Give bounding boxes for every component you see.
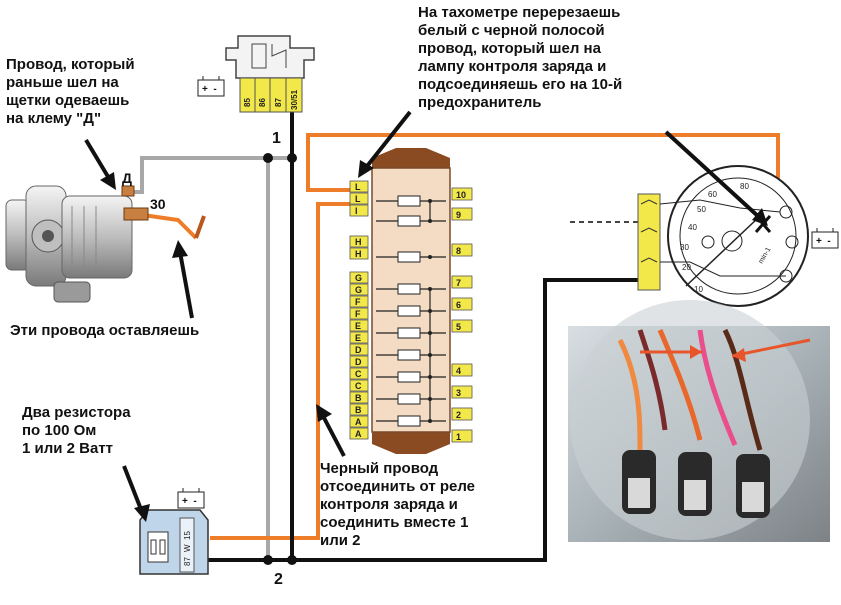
note-brush-wire: Провод, который раньше шел на щетки одев… <box>6 56 135 127</box>
ctrl-battery-icon: + - <box>177 488 205 509</box>
tach-scale-60: 60 <box>708 190 717 199</box>
fuse-left-label: F <box>355 297 361 307</box>
fuse <box>397 195 421 207</box>
fuse-left-label: L <box>355 182 361 192</box>
fuse-left-label: D <box>355 357 362 367</box>
fuse-right-label: 7 <box>456 278 461 288</box>
fuse <box>397 393 421 405</box>
ctrl-pin-87: 87 <box>183 557 192 566</box>
fuse-right-label: 4 <box>456 366 461 376</box>
tach-scale-40: 40 <box>688 223 697 232</box>
fuse-left-label: A <box>355 429 362 439</box>
fuse-left-label: G <box>355 285 362 295</box>
note-leave-wires: Эти провода оставляешь <box>10 322 200 339</box>
fuse-right-label: 6 <box>456 300 461 310</box>
fuse <box>397 305 421 317</box>
fuse <box>397 415 421 427</box>
ctrl-pin-15: 15 <box>183 531 192 540</box>
fuse-left-label: I <box>355 206 358 216</box>
fuse-left-label: D <box>355 345 362 355</box>
terminal-30-label: 30 <box>150 196 166 212</box>
relay-pin-87: 87 <box>274 98 283 107</box>
fuse <box>397 251 421 263</box>
relay-pin-30-51: 30/51 <box>290 89 299 110</box>
tach-scale-10: 10 <box>694 285 703 294</box>
charge-control-relay: 15 87 W <box>139 509 209 575</box>
fuse-left-label: L <box>355 194 361 204</box>
relay-pin-86: 86 <box>258 98 267 107</box>
fuse-left-label: H <box>355 237 362 247</box>
svg-text:+ -: + - <box>202 84 217 95</box>
fuse-elements <box>376 195 446 427</box>
fuse-left-label: C <box>355 381 362 391</box>
main-relay: 85 86 87 30/51 <box>225 35 315 113</box>
fuse-left-label: B <box>355 405 362 415</box>
tachometer-photo <box>568 300 830 542</box>
svg-text:+ -: + - <box>182 496 197 507</box>
fuse-left-label: C <box>355 369 362 379</box>
tach-scale-80: 80 <box>740 182 749 191</box>
alternator <box>5 185 149 303</box>
junction-dots <box>263 153 297 565</box>
tach-battery-icon: + - <box>811 228 839 249</box>
grey-wires <box>128 156 292 560</box>
fuse <box>397 215 421 227</box>
fuse-right-label: 8 <box>456 246 461 256</box>
fuse-right-labels: 10 9 8 7 6 5 4 3 2 1 <box>451 187 473 443</box>
fuse-left-label: F <box>355 309 361 319</box>
fuse-left-label: B <box>355 393 362 403</box>
fuse-left-label: H <box>355 249 362 259</box>
fuse-right-label: 9 <box>456 210 461 220</box>
fuse-left-label: E <box>355 321 361 331</box>
tach-scale-30: 30 <box>680 243 689 252</box>
fuse <box>397 349 421 361</box>
fuse-right-label: 5 <box>456 322 461 332</box>
fuse-right-label: 3 <box>456 388 461 398</box>
tach-scale-50: 50 <box>697 205 706 214</box>
orange-wires <box>135 133 780 540</box>
relay-pin-85: 85 <box>243 98 252 107</box>
fuse <box>397 283 421 295</box>
ctrl-pin-w: W <box>183 544 192 552</box>
annotation-arrows <box>84 110 768 522</box>
fuse-right-label: 10 <box>456 190 466 200</box>
fuse-box <box>371 148 451 454</box>
junction-label-1: 1 <box>272 130 281 147</box>
fuse-right-label: 2 <box>456 410 461 420</box>
svg-text:+ -: + - <box>816 236 831 247</box>
relay-battery-icon: + - <box>197 76 225 97</box>
tachometer: 10 20 30 40 50 60 80 min-1 <box>570 165 809 307</box>
note-resistors: Два резистора по 100 Ом 1 или 2 Ватт <box>22 404 131 457</box>
fuse-left-label: A <box>355 417 362 427</box>
junction-label-2: 2 <box>274 571 283 588</box>
fuse <box>397 327 421 339</box>
fuse-right-label: 1 <box>456 432 461 442</box>
terminal-d-label: Д <box>122 170 132 186</box>
fuse <box>397 371 421 383</box>
note-black-wire: Черный провод отсоединить от реле контро… <box>320 460 476 549</box>
note-tachometer: На тахометре перерезаешь белый с черной … <box>418 4 623 111</box>
black-wires <box>188 105 650 562</box>
fuse-left-label: E <box>355 333 361 343</box>
fuse-left-label: G <box>355 273 362 283</box>
tach-scale-20: 20 <box>682 263 691 272</box>
